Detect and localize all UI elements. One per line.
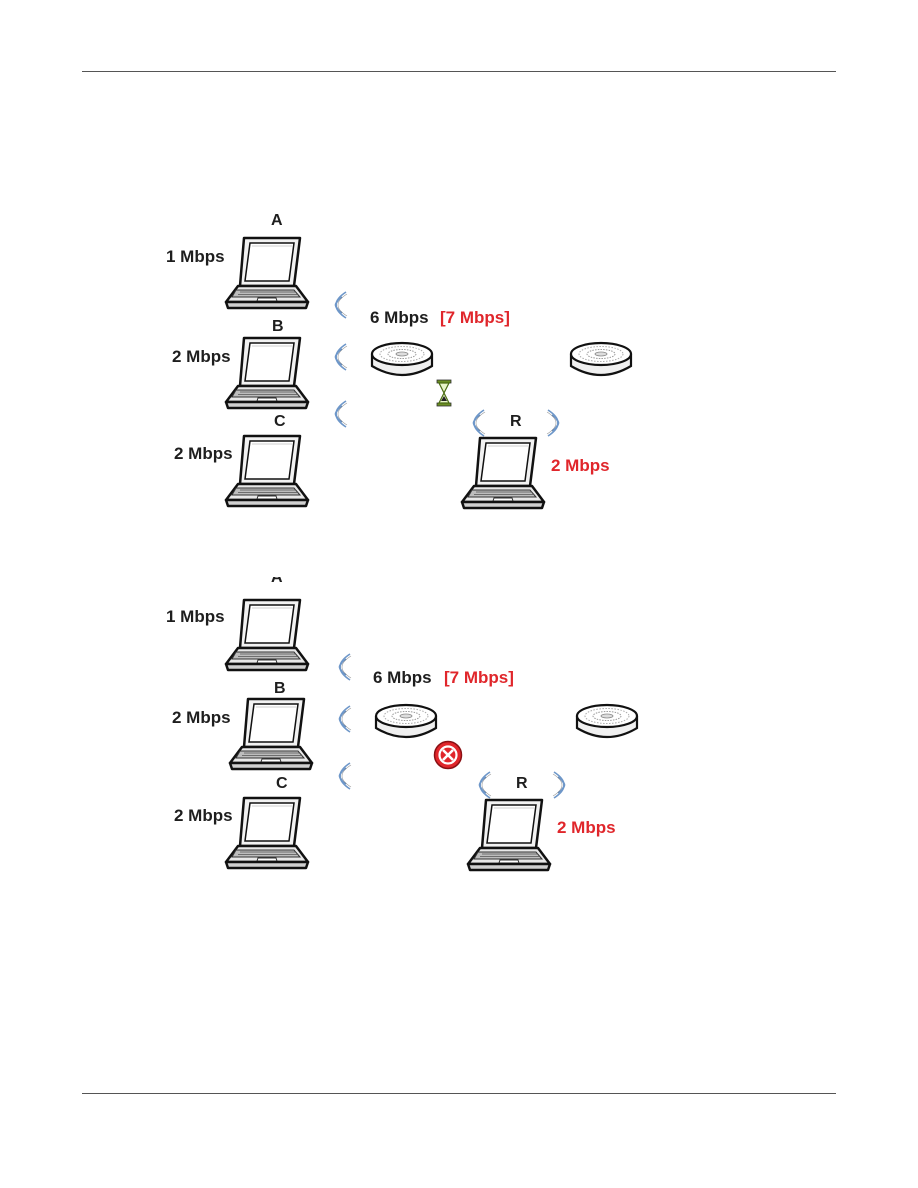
ap-rate-total: [7 Mbps]: [440, 308, 510, 327]
client-c-letter: C: [274, 413, 286, 430]
roaming-client-laptop: [464, 796, 554, 876]
header-rule: [82, 71, 836, 72]
client-b-letter: B: [272, 318, 284, 335]
client-a-laptop: [222, 234, 312, 314]
roaming-client-rate: 2 Mbps: [551, 456, 610, 475]
client-b-laptop: [226, 695, 316, 775]
wifi-wave-icon: [320, 340, 354, 374]
client-b-laptop: [222, 334, 312, 414]
roaming-client-rate: 2 Mbps: [557, 818, 616, 837]
ap-rate: 6 Mbps: [373, 668, 432, 687]
wifi-wave-icon: [324, 650, 358, 684]
client-a-letter: A: [271, 212, 283, 229]
denied-icon: [433, 740, 463, 770]
access-point-right: [574, 702, 640, 742]
wifi-wave-icon: [320, 397, 354, 431]
client-c-letter: C: [276, 775, 288, 792]
client-c-rate: 2 Mbps: [174, 444, 233, 463]
client-b-rate: 2 Mbps: [172, 708, 231, 727]
roaming-client-laptop: [458, 434, 548, 514]
footer-rule: [82, 1093, 836, 1094]
access-point-left: [369, 340, 435, 380]
client-a-laptop: [222, 596, 312, 676]
diagram-top: A 1 Mbps B 2 Mbps C 2 Mbps 6 Mbps [7 Mbp…: [0, 200, 918, 560]
client-c-rate: 2 Mbps: [174, 806, 233, 825]
client-a-rate: 1 Mbps: [166, 247, 225, 266]
wifi-wave-icon: [320, 288, 354, 322]
client-b-rate: 2 Mbps: [172, 347, 231, 366]
access-point-right: [568, 340, 634, 380]
client-a-rate: 1 Mbps: [166, 607, 225, 626]
wifi-wave-icon: [324, 759, 358, 793]
client-b-letter: B: [274, 680, 286, 697]
ap-rate-total: [7 Mbps]: [444, 668, 514, 687]
client-a-letter-clipped: A: [268, 577, 288, 585]
roaming-client-letter: R: [516, 775, 528, 792]
roaming-client-letter: R: [510, 413, 522, 430]
client-c-laptop: [222, 432, 312, 512]
access-point-left: [373, 702, 439, 742]
hourglass-icon: [436, 379, 452, 407]
wifi-wave-icon: [324, 702, 358, 736]
client-c-laptop: [222, 794, 312, 874]
diagram-bottom: A 1 Mbps B 2 Mbps C 2 Mbps 6 Mbps [7 Mbp…: [0, 562, 918, 922]
ap-rate: 6 Mbps: [370, 308, 429, 327]
